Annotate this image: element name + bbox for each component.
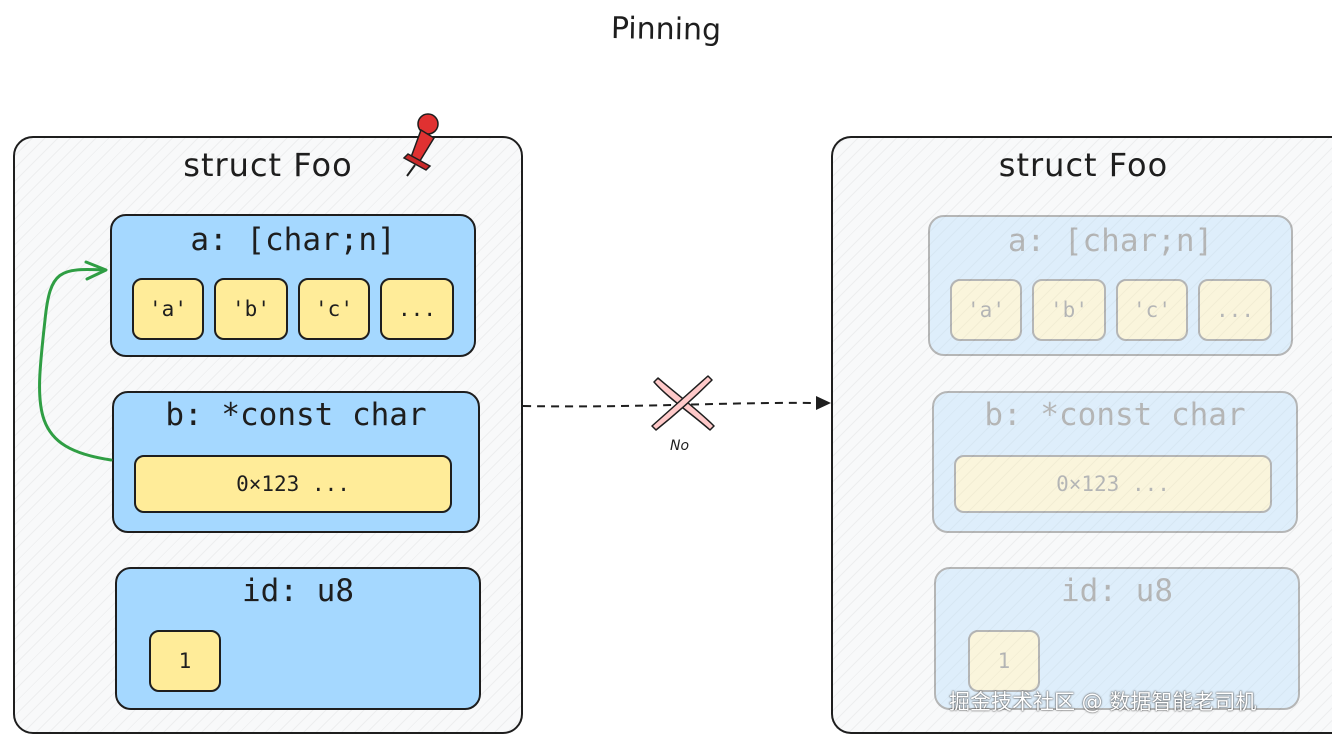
right-field-id: id: u8 1 (934, 567, 1300, 710)
right-struct-title: struct Foo (998, 146, 1169, 184)
right-field-b-label: b: *const char (984, 397, 1246, 433)
right-pointer-value: 0×123 ... (954, 455, 1272, 513)
left-cell-ellipsis: ... (380, 278, 454, 340)
left-field-id-label: id: u8 (242, 573, 354, 609)
right-cell-ellipsis: ... (1198, 279, 1272, 341)
right-cell-b: 'b' (1032, 279, 1106, 341)
left-cell-c: 'c' (298, 278, 370, 340)
right-field-a: a: [char;n] 'a' 'b' 'c' ... (928, 215, 1293, 356)
watermark-text: 掘金技术社区 @ 数据智能老司机 (949, 690, 1257, 714)
right-struct-box: struct Foo a: [char;n] 'a' 'b' 'c' ... b… (831, 136, 1332, 734)
left-field-a-label: a: [char;n] (190, 222, 396, 258)
right-cell-c: 'c' (1116, 279, 1188, 341)
right-id-value: 1 (968, 630, 1040, 692)
right-field-id-label: id: u8 (1061, 573, 1173, 609)
pushpin-icon (402, 113, 439, 177)
left-struct-title: struct Foo (183, 146, 353, 184)
left-field-b-label: b: *const char (165, 397, 427, 433)
left-cell-b: 'b' (214, 278, 288, 340)
right-field-b: b: *const char 0×123 ... (932, 391, 1298, 533)
left-field-id: id: u8 1 (115, 567, 481, 710)
move-forbidden-label: No (670, 438, 690, 454)
left-field-a: a: [char;n] 'a' 'b' 'c' ... (110, 214, 476, 357)
cross-icon (651, 375, 715, 431)
left-pointer-value: 0×123 ... (134, 455, 452, 513)
diagram-title: Pinning (610, 11, 722, 48)
left-struct-box: struct Foo a: [char;n] 'a' 'b' 'c' ... b… (13, 136, 523, 734)
right-cell-a: 'a' (950, 279, 1022, 341)
left-cell-a: 'a' (132, 278, 204, 340)
left-id-value: 1 (149, 630, 221, 692)
left-field-b: b: *const char 0×123 ... (112, 391, 480, 533)
right-field-a-label: a: [char;n] (1007, 223, 1214, 259)
